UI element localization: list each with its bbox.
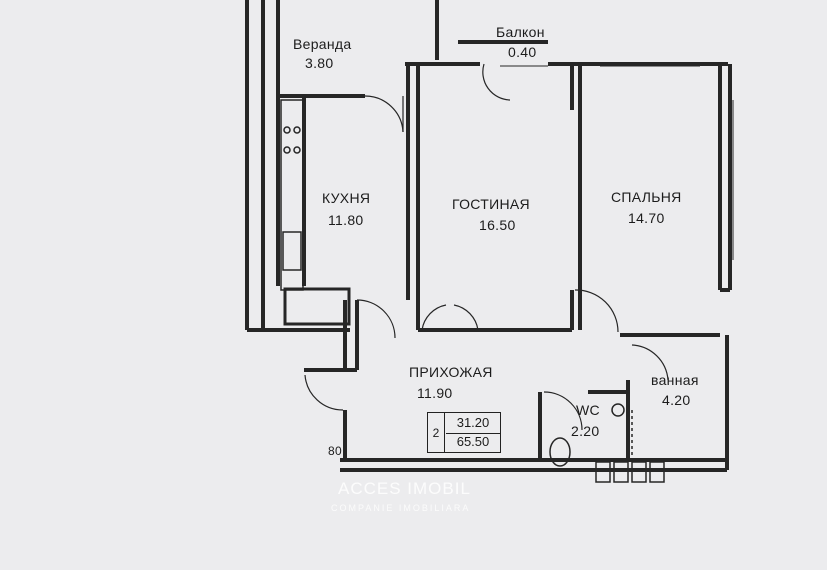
room-area-bedroom: 14.70 [628,210,665,226]
room-label-veranda: Веранда [293,36,351,52]
room-label-living: ГОСТИНАЯ [452,196,530,212]
room-label-wc: WC [576,402,600,418]
room-area-hallway: 11.90 [417,385,453,401]
watermark-brand: ACCES IMOBIL [338,479,471,498]
room-name: СПАЛЬНЯ [611,189,682,205]
room-name: WC [576,402,600,418]
room-label-balcony: Балкон [496,24,545,40]
room-label-kitchen: КУХНЯ [322,190,370,206]
windows [500,65,734,260]
room-area: 2.20 [571,423,600,439]
room-area: 3.80 [305,55,334,71]
room-area: 14.70 [628,210,665,226]
doors [304,63,669,431]
watermark-tagline: COMPANIE IMOBILIARA [331,503,471,513]
kitchen-fixtures [280,99,351,326]
area-summary-box: 2 31.20 65.50 [427,412,501,453]
room-area-living: 16.50 [479,217,516,233]
room-label-bedroom: СПАЛЬНЯ [611,189,682,205]
room-name: Веранда [293,36,352,52]
room-area: 11.90 [417,385,453,401]
room-area: 4.20 [662,392,691,408]
room-name: ПРИХОЖАЯ [409,364,493,380]
total-area: 65.50 [456,434,490,449]
room-area-veranda: 3.80 [305,55,333,71]
room-area-balcony: 0.40 [508,44,536,60]
room-area: 11.80 [328,212,364,228]
room-area-kitchen: 11.80 [328,212,364,228]
room-area: 16.50 [479,217,516,233]
room-label-bathroom: ванная [651,372,699,388]
walls [245,0,732,472]
room-label-hallway: ПРИХОЖАЯ [409,364,493,380]
room-name: ГОСТИНАЯ [452,196,530,212]
room-name: ванная [651,372,699,388]
rooms-count: 2 [428,413,445,452]
room-area: 0.40 [508,44,537,60]
bath-fixtures [549,403,665,483]
room-area-wc: 2.20 [571,423,599,439]
living-area: 31.20 [446,415,500,434]
room-area-bathroom: 4.20 [662,392,690,408]
room-name: КУХНЯ [322,190,371,206]
room-name: Балкон [496,24,545,40]
dimension-mark: 80 [328,444,342,458]
